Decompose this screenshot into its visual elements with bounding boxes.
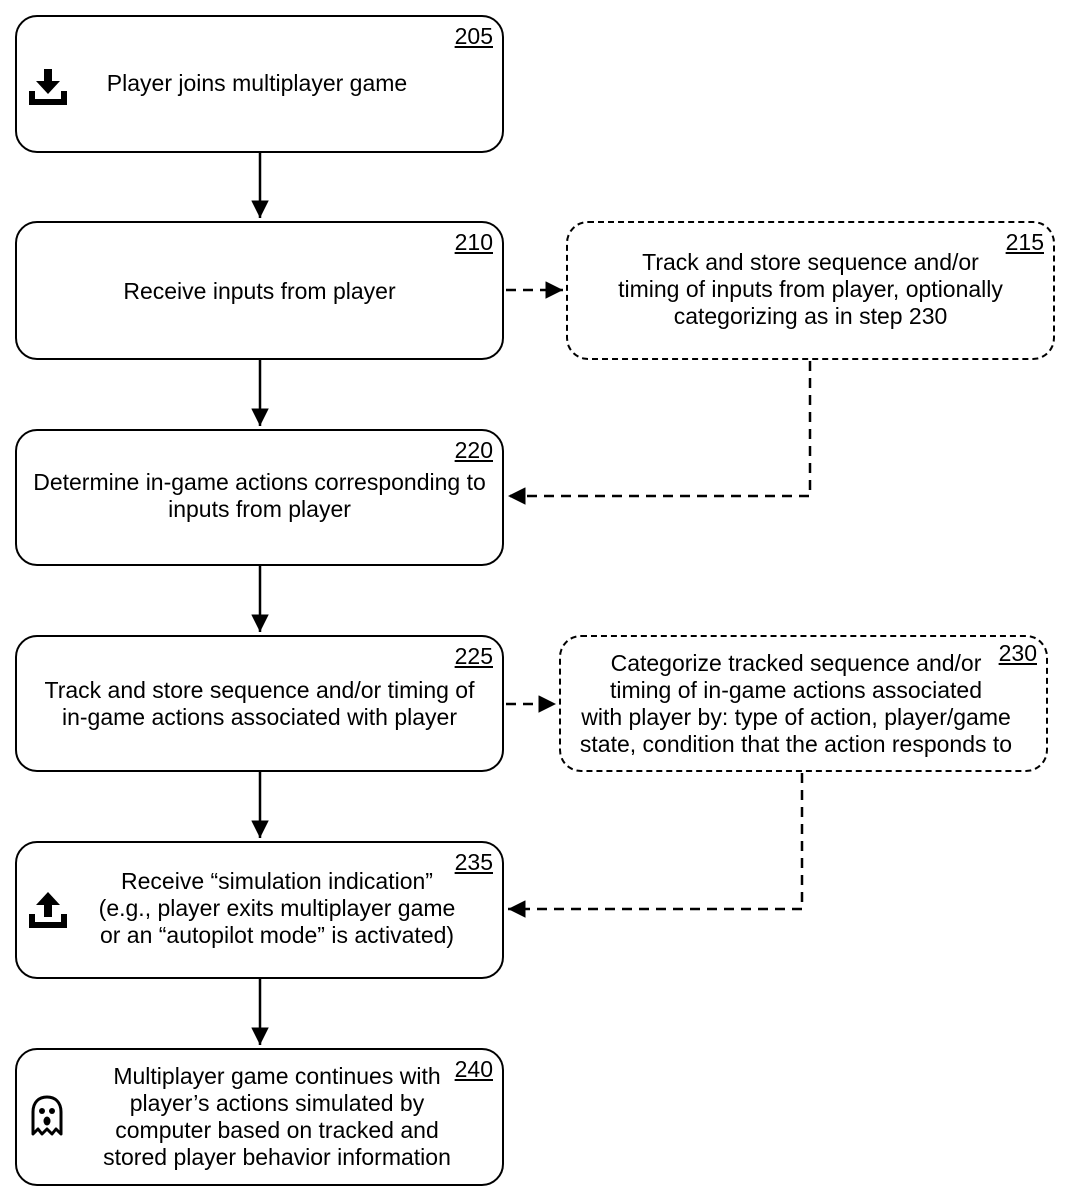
step-210-box: 210 Receive inputs from player [15,221,504,360]
step-text: Determine in-game actions corresponding … [17,469,502,523]
step-ref: 225 [455,645,493,668]
step-220-box: 220 Determine in-game actions correspond… [15,429,504,566]
step-text: Track and store sequence and/or timing o… [568,249,1053,330]
step-text: Receive “simulation indication” (e.g., p… [57,868,497,949]
step-ref: 220 [455,439,493,462]
step-ref: 205 [455,25,493,48]
arrow-215-220 [508,361,810,496]
step-text: Multiplayer game continues with player’s… [57,1063,497,1171]
step-ref: 210 [455,231,493,254]
step-235-box: 235 Receive “simulation indication” (e.g… [15,841,504,979]
step-text: Categorize tracked sequence and/or timin… [561,650,1031,758]
step-text: Receive inputs from player [17,278,502,305]
step-text: Track and store sequence and/or timing o… [17,677,502,731]
arrow-230-235 [508,773,802,909]
step-205-box: 205 Player joins multiplayer game [15,15,504,153]
step-215-box: 215 Track and store sequence and/or timi… [566,221,1055,360]
step-230-box: 230 Categorize tracked sequence and/or t… [559,635,1048,772]
step-240-box: 240 Multiplayer game continues with play… [15,1048,504,1186]
step-text: Player joins multiplayer game [57,70,457,97]
step-225-box: 225 Track and store sequence and/or timi… [15,635,504,772]
